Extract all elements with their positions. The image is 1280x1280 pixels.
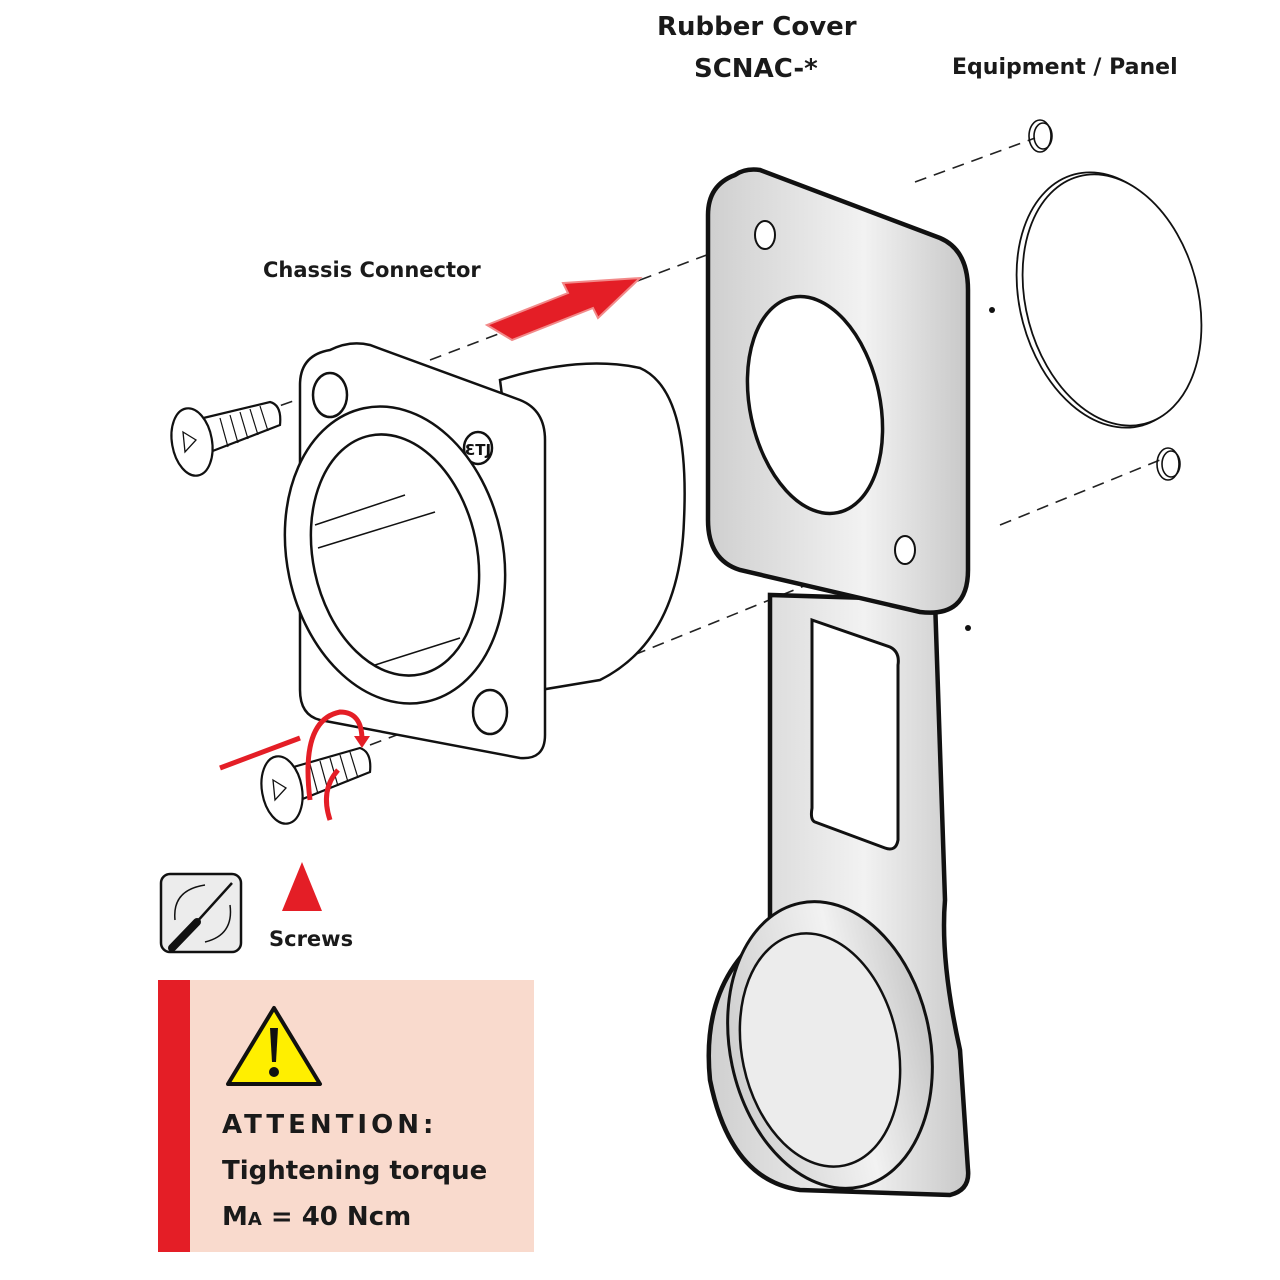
rubber-cover bbox=[705, 167, 971, 1198]
rotation-arrow-icon bbox=[219, 709, 370, 821]
attention-title: ATTENTION: bbox=[222, 1110, 438, 1140]
panel-cap bbox=[1015, 171, 1203, 429]
washer-bottom bbox=[1156, 447, 1181, 481]
reference-dot bbox=[965, 625, 971, 631]
red-triangle-icon bbox=[282, 862, 322, 911]
torque-amount: = 40 Ncm bbox=[261, 1202, 412, 1232]
screw-top bbox=[170, 400, 282, 477]
equipment-panel-label: Equipment / Panel bbox=[952, 55, 1178, 80]
washer-top bbox=[1028, 119, 1053, 153]
rubber-cover-model: SCNAC-* bbox=[694, 54, 818, 84]
rubber-cover-label: Rubber Cover bbox=[657, 12, 857, 42]
torque-value: MA = 40 Ncm bbox=[222, 1202, 411, 1232]
screw-bottom bbox=[260, 746, 372, 825]
red-arrow-icon bbox=[484, 276, 643, 342]
torque-symbol: M bbox=[222, 1202, 248, 1232]
screwdriver-rotate-icon bbox=[159, 872, 243, 954]
attention-accent-bar bbox=[158, 980, 190, 1252]
warning-triangle-icon bbox=[226, 1006, 322, 1086]
screws-label: Screws bbox=[269, 927, 354, 951]
attention-box: ATTENTION: Tightening torque MA = 40 Ncm bbox=[158, 980, 534, 1252]
torque-label: Tightening torque bbox=[222, 1156, 488, 1186]
chassis-connector: ƐTJ bbox=[283, 342, 686, 760]
chassis-connector-label: Chassis Connector bbox=[263, 258, 481, 282]
reference-dot bbox=[989, 307, 995, 313]
ctj-logo: ƐTJ bbox=[465, 441, 491, 459]
torque-symbol-subscript: A bbox=[247, 1209, 262, 1230]
